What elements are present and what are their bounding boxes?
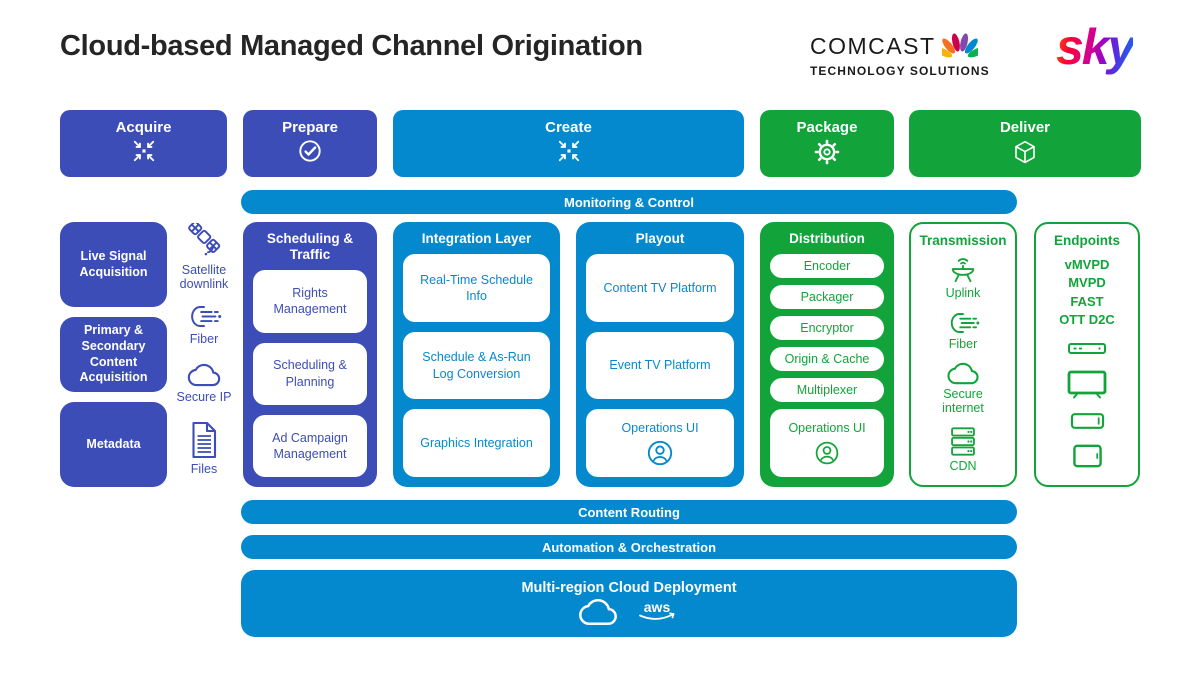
column-title: Distribution: [789, 231, 865, 246]
realtime-schedule-info-box: Real-Time Schedule Info: [403, 254, 550, 322]
encoder-pill: Encoder: [770, 254, 884, 279]
comcast-wordmark: COMCAST: [810, 32, 936, 59]
phase-acquire-label: Acquire: [115, 119, 172, 136]
scheduling-planning-box: Scheduling & Planning: [253, 342, 367, 405]
sky-logo: sky: [1056, 19, 1135, 75]
automation-orchestration-bar: Automation & Orchestration: [241, 535, 1017, 559]
endpoint-label-fast: FAST: [1070, 293, 1104, 309]
phase-acquire: Acquire: [60, 110, 227, 177]
fiber-icon: [945, 311, 981, 335]
file-icon: [189, 421, 219, 459]
transmission-uplink: Uplink: [921, 256, 1005, 300]
distribution-column: Distribution Encoder Packager Encryptor …: [760, 222, 894, 487]
origin-cache-pill: Origin & Cache: [770, 347, 884, 372]
transmission-label: Uplink: [945, 286, 981, 301]
satellite-dish-icon: [946, 256, 980, 284]
transmission-label: Fiber: [948, 337, 978, 352]
aws-logo: aws: [639, 599, 675, 620]
integration-layer-column: Integration Layer Real-Time Schedule Inf…: [393, 222, 560, 487]
monitoring-control-bar: Monitoring & Control: [241, 190, 1017, 214]
cloud-icon: [187, 363, 221, 387]
tv-icon: [1066, 369, 1108, 399]
phase-prepare: Prepare: [243, 110, 377, 177]
transmission-label: Secure internet: [942, 387, 984, 416]
packager-pill: Packager: [770, 285, 884, 310]
source-label: Fiber: [189, 332, 219, 346]
schedule-asrun-conversion-box: Schedule & As-Run Log Conversion: [403, 331, 550, 400]
converge-arrows-icon: [557, 139, 581, 163]
live-signal-acquisition-box: Live Signal Acquisition: [60, 222, 167, 307]
gear-icon: [814, 139, 840, 165]
tablet-icon: [1072, 443, 1103, 469]
column-title: Integration Layer: [421, 231, 532, 246]
operator-icon: [814, 440, 840, 466]
distribution-operations-ui-box: Operations UI: [770, 409, 884, 477]
aws-logo-text: aws: [644, 599, 671, 615]
phase-deliver: Deliver: [909, 110, 1141, 177]
operations-ui-label: Operations UI: [621, 420, 699, 435]
operations-ui-label: Operations UI: [788, 421, 866, 436]
phase-package: Package: [760, 110, 894, 177]
source-files: Files: [168, 421, 240, 476]
endpoint-label-vmvpd: vMVPD: [1064, 257, 1110, 273]
scheduling-traffic-column: Scheduling & Traffic Rights Management S…: [243, 222, 377, 487]
metadata-box: Metadata: [60, 402, 167, 487]
ad-campaign-management-box: Ad Campaign Management: [253, 414, 367, 477]
column-title: Playout: [635, 231, 685, 246]
transmission-secure-internet: Secure internet: [921, 362, 1005, 415]
transmission-fiber: Fiber: [921, 311, 1005, 351]
column-title: Endpoints: [1054, 233, 1120, 248]
encryptor-pill: Encryptor: [770, 316, 884, 341]
converge-arrows-icon: [132, 139, 156, 163]
page-title: Cloud-based Managed Channel Origination: [60, 30, 643, 62]
endpoints-column: Endpoints vMVPD MVPD FAST OTT D2C: [1034, 222, 1140, 487]
cloud-icon: [578, 598, 618, 626]
fiber-icon: [185, 304, 223, 329]
nbc-peacock-icon: [941, 33, 978, 58]
smartphone-icon: [1070, 412, 1105, 430]
phase-prepare-label: Prepare: [282, 119, 338, 136]
transmission-cdn: CDN: [921, 426, 1005, 473]
transmission-column: Transmission Uplink Fiber Secure interne…: [909, 222, 1017, 487]
comcast-logo: COMCAST TECHNOLOGY SOLUTIONS: [810, 30, 1010, 79]
source-secure-ip: Secure IP: [168, 363, 240, 404]
playout-column: Playout Content TV Platform Event TV Pla…: [576, 222, 744, 487]
satellite-icon: [186, 223, 223, 260]
primary-secondary-content-box: Primary & Secondary Content Acquisition: [60, 317, 167, 392]
source-fiber: Fiber: [168, 304, 240, 346]
playout-operations-ui-box: Operations UI: [586, 409, 734, 478]
rights-management-box: Rights Management: [253, 270, 367, 333]
endpoint-label-mvpd: MVPD: [1068, 275, 1106, 291]
operator-icon: [646, 439, 674, 467]
cube-icon: [1012, 139, 1038, 166]
content-routing-bar: Content Routing: [241, 500, 1017, 524]
graphics-integration-box: Graphics Integration: [403, 409, 550, 478]
phase-create-label: Create: [545, 119, 592, 136]
event-tv-platform-box: Event TV Platform: [586, 331, 734, 400]
check-circle-icon: [298, 139, 322, 163]
settop-box-icon: [1067, 341, 1107, 356]
transmission-label: CDN: [949, 459, 977, 473]
multiplexer-pill: Multiplexer: [770, 378, 884, 403]
column-title: Scheduling & Traffic: [266, 231, 354, 263]
cloud-icon: [947, 362, 979, 385]
content-tv-platform-box: Content TV Platform: [586, 254, 734, 322]
source-label: Satellite downlink: [179, 263, 229, 292]
phase-package-label: Package: [796, 119, 858, 136]
phase-deliver-label: Deliver: [999, 119, 1051, 136]
column-title: Transmission: [919, 233, 1007, 248]
cloud-deployment-label: Multi-region Cloud Deployment: [521, 580, 737, 596]
source-satellite-downlink: Satellite downlink: [168, 223, 240, 292]
phase-create: Create: [393, 110, 744, 177]
source-label: Files: [190, 462, 218, 476]
multi-region-cloud-deployment: Multi-region Cloud Deployment aws: [241, 570, 1017, 637]
source-label: Secure IP: [176, 390, 232, 404]
cdn-server-icon: [948, 426, 978, 457]
endpoint-label-ott-d2c: OTT D2C: [1059, 311, 1115, 327]
comcast-division: TECHNOLOGY SOLUTIONS: [810, 64, 990, 78]
